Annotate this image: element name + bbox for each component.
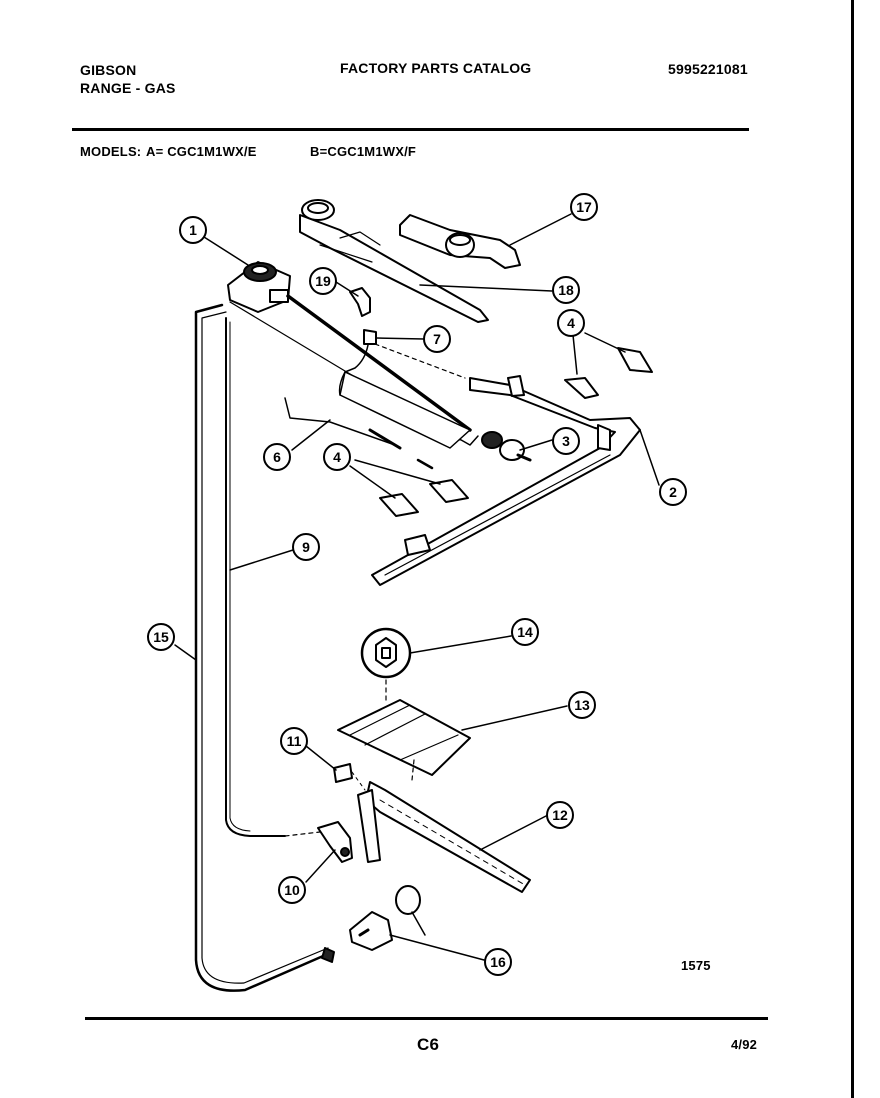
callout-label-6: 6 — [273, 449, 281, 465]
model-a: A= CGC1M1WX/E — [146, 144, 257, 159]
part-10-fitting — [317, 821, 353, 863]
callout-3 — [552, 427, 580, 455]
part-13-spreader — [337, 699, 471, 781]
part-16-valve — [349, 885, 426, 951]
manifold-pipe — [286, 294, 472, 432]
part-3-valve — [481, 431, 532, 462]
callout-label-4-upper: 4 — [567, 315, 575, 331]
callout-label-19: 19 — [315, 273, 331, 289]
callout-label-13: 13 — [574, 697, 590, 713]
callout-13 — [568, 691, 596, 719]
callout-label-10: 10 — [284, 882, 300, 898]
figure-number: 1575 — [681, 958, 711, 973]
part-18-burner-tube — [299, 199, 489, 323]
callout-label-17: 17 — [576, 199, 592, 215]
header-rule — [72, 128, 749, 131]
part-4-valves-upper — [564, 347, 653, 399]
part-17-burner — [399, 214, 521, 269]
models-label: MODELS: — [80, 144, 142, 159]
callout-6 — [263, 443, 291, 471]
part-1-regulator — [227, 261, 291, 313]
part-19-clip — [349, 287, 371, 317]
callout-10 — [278, 876, 306, 904]
page-code: C6 — [417, 1035, 440, 1054]
callout-label-12: 12 — [552, 807, 568, 823]
callout-label-15: 15 — [153, 629, 169, 645]
part-12-broil-tube — [357, 781, 531, 893]
part-9-tube — [225, 317, 286, 837]
callout-4-lower — [323, 443, 351, 471]
model-b: B=CGC1M1WX/F — [310, 144, 417, 159]
catalog-title: FACTORY PARTS CATALOG — [340, 60, 532, 76]
part-4-valves-lower — [379, 458, 469, 517]
part-14-knob — [360, 627, 412, 701]
product-type: RANGE - GAS — [80, 80, 176, 96]
part-2-manifold-bracket — [371, 375, 641, 586]
callout-14 — [511, 618, 539, 646]
callout-label-4-lower: 4 — [333, 449, 341, 465]
callout-1 — [179, 216, 207, 244]
callout-7 — [423, 325, 451, 353]
callout-label-1: 1 — [189, 222, 197, 238]
callout-17 — [570, 193, 598, 221]
part-11-bracket — [333, 763, 366, 791]
brand-name: GIBSON — [80, 62, 137, 78]
callout-label-11: 11 — [287, 733, 302, 749]
callout-9 — [292, 533, 320, 561]
callout-15 — [147, 623, 175, 651]
callout-18 — [552, 276, 580, 304]
footer-rule — [85, 1017, 768, 1020]
callout-19 — [309, 267, 337, 295]
part-15-tube — [194, 303, 332, 992]
callout-label-9: 9 — [302, 539, 310, 555]
catalog-date: 4/92 — [731, 1037, 758, 1052]
callout-4-upper — [557, 309, 585, 337]
callout-12 — [546, 801, 574, 829]
callout-label-2: 2 — [669, 484, 677, 500]
callout-11 — [280, 727, 308, 755]
callout-2 — [659, 478, 687, 506]
callout-label-3: 3 — [562, 433, 570, 449]
part-7-nut — [344, 329, 377, 373]
callout-label-16: 16 — [490, 954, 506, 970]
callout-label-18: 18 — [558, 282, 574, 298]
callout-16 — [484, 948, 512, 976]
catalog-number: 5995221081 — [668, 61, 748, 77]
part-6-thermostat — [284, 371, 471, 450]
page-border — [851, 0, 854, 1098]
callout-label-14: 14 — [517, 624, 533, 640]
callout-label-7: 7 — [433, 331, 441, 347]
